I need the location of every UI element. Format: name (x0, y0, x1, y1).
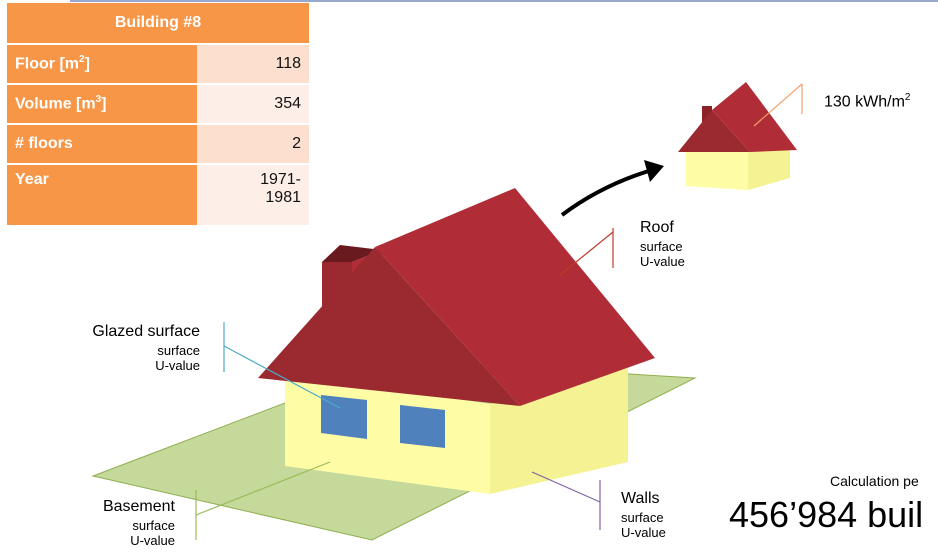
chimney-top (322, 245, 382, 262)
table-row-year: Year 1971-1981 (7, 165, 309, 227)
building-table: Building #8 Floor [m2] 118 Volume [m3] 3… (7, 3, 309, 227)
row-value-floors: 2 (197, 125, 309, 165)
basement-label: Basement surface U-value (40, 498, 175, 548)
roof-front (258, 247, 520, 406)
basement-label-sub1: surface (132, 517, 175, 533)
row-key-volume: Volume [m3] (7, 85, 197, 125)
top-divider-line (70, 0, 938, 2)
window-left (321, 395, 367, 439)
energy-label: 130 kWh/m2 (824, 92, 911, 111)
row-value-year: 1971-1981 (197, 165, 309, 227)
walls-label-sub1: surface (621, 509, 664, 525)
roof-label: Roof surface U-value (640, 219, 685, 269)
arrow-head (644, 160, 664, 182)
small-roof-side (712, 82, 797, 152)
calculation-caption: Calculation pe (830, 473, 919, 489)
arrow-to-small-house (560, 168, 653, 217)
basement-label-title: Basement (102, 498, 175, 515)
building-count: 456’984 buil (729, 494, 924, 535)
glazed-label-sub1: surface (157, 342, 200, 358)
energy-leader (753, 83, 803, 127)
table-title: Building #8 (7, 3, 309, 45)
glazed-label: Glazed surface surface U-value (60, 323, 200, 373)
roof-side (375, 188, 655, 406)
roof-label-sub2: U-value (640, 253, 685, 269)
row-key-floor: Floor [m2] (7, 45, 197, 85)
walls-label-title: Walls (621, 490, 660, 507)
table-row-floors: # floors 2 (7, 125, 309, 165)
table-header-row: Building #8 (7, 3, 309, 45)
walls-leader (531, 471, 601, 503)
roof-label-title: Roof (640, 219, 674, 236)
table-row-volume: Volume [m3] 354 (7, 85, 309, 125)
row-value-volume: 354 (197, 85, 309, 125)
small-front-wall (686, 150, 748, 190)
table-row-floor: Floor [m2] 118 (7, 45, 309, 85)
walls-label-sub2: U-value (621, 524, 666, 540)
small-roof-front (678, 110, 750, 152)
walls-label: Walls surface U-value (621, 490, 666, 540)
row-key-year: Year (7, 165, 197, 227)
basement-label-sub2: U-value (130, 532, 175, 548)
roof-label-sub1: surface (640, 238, 683, 254)
roof-leader (559, 231, 614, 276)
row-value-floor: 118 (197, 45, 309, 85)
row-key-floors: # floors (7, 125, 197, 165)
basement-leader (195, 461, 331, 516)
glazed-leader (223, 345, 341, 409)
glazed-label-title: Glazed surface (92, 323, 200, 340)
glazed-label-sub2: U-value (155, 357, 200, 373)
window-right (400, 405, 445, 448)
small-side-wall (748, 146, 790, 190)
